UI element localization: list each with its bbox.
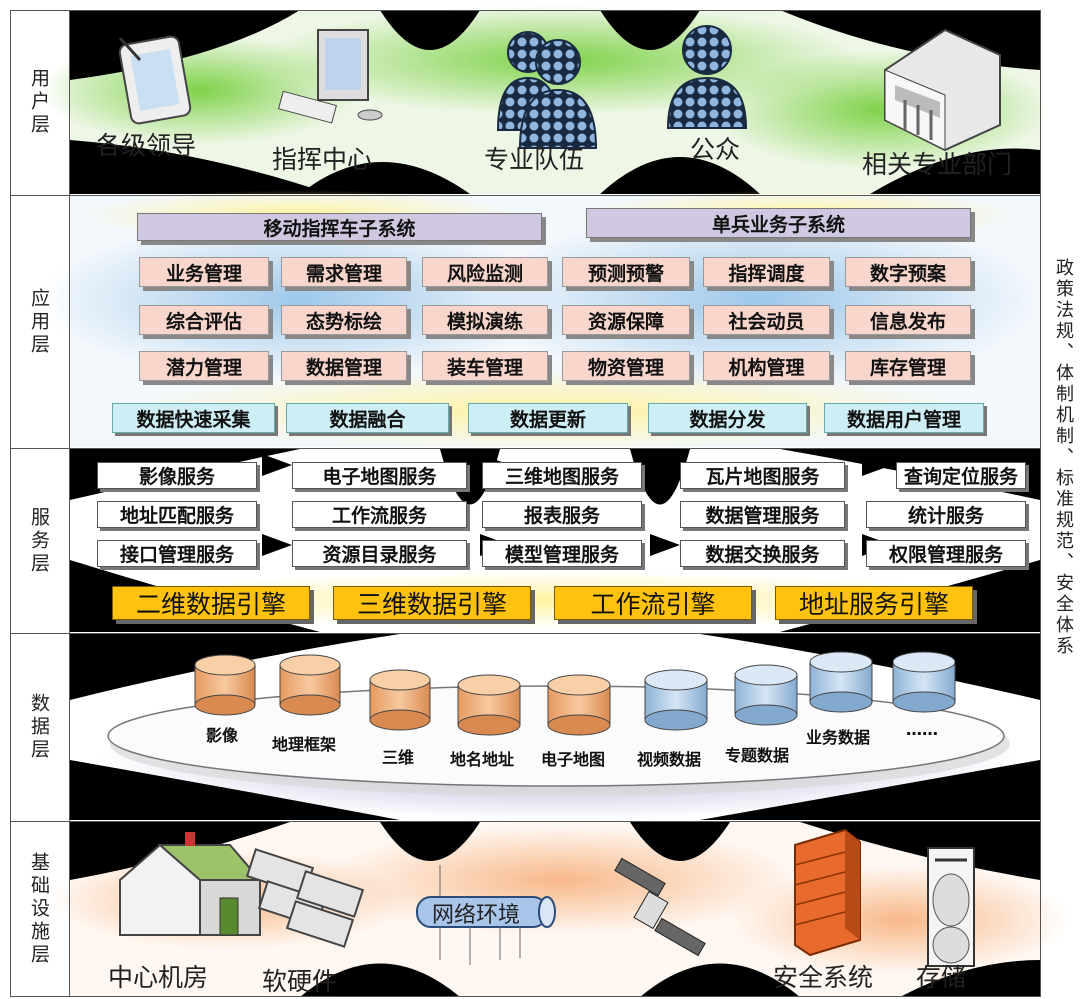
database-label: 影像 (206, 726, 239, 745)
data-tool-box: 数据用户管理 (824, 403, 984, 433)
group-icon (496, 31, 598, 149)
app-module: 资源保障 (562, 305, 690, 335)
database-label: 视频数据 (637, 750, 702, 769)
service-box: 报表服务 (482, 501, 642, 528)
user-caption: 相关专业部门 (862, 150, 1013, 179)
engine-box: 二维数据引擎 (112, 586, 310, 620)
db-cylinders (194, 651, 956, 736)
data-tool-box: 数据融合 (286, 403, 449, 433)
service-box: 三维地图服务 (482, 462, 642, 489)
app-module: 业务管理 (139, 257, 269, 287)
side-policy-label: 政策法规、体制机制、标准规范、安全体系 (1050, 258, 1080, 661)
firewall-icon (794, 828, 861, 957)
database-label: 电子地图 (541, 750, 606, 769)
service-box: 查询定位服务 (896, 462, 1026, 489)
label-column-divider (69, 10, 70, 997)
database-label: 地名地址 (450, 750, 515, 769)
subsystem-box: 移动指挥车子系统 (137, 213, 542, 241)
layer-label-text: 服务层 (28, 506, 50, 576)
layer-label-app: 应用层 (10, 196, 69, 448)
app-module: 态势标绘 (281, 305, 407, 335)
satellite-icon (614, 857, 706, 957)
service-box: 电子地图服务 (292, 462, 467, 489)
data-tool-box: 数据快速采集 (112, 403, 275, 433)
app-module: 库存管理 (845, 351, 971, 381)
layer-divider (10, 448, 1041, 449)
database-label: 业务数据 (806, 728, 871, 747)
network-pipe-icon (416, 865, 556, 965)
infra-caption: 软硬件 (262, 967, 338, 996)
app-module: 装车管理 (422, 351, 548, 381)
service-box: 数据管理服务 (680, 501, 845, 528)
diagram-frame (10, 10, 1041, 997)
service-box: 资源目录服务 (292, 540, 467, 567)
layer-divider (10, 633, 1041, 634)
user-caption: 各级领导 (96, 131, 197, 160)
database-label: 三维 (382, 748, 415, 767)
infra-caption: 中心机房 (108, 963, 209, 992)
infra-caption: 网络环境 (432, 903, 521, 928)
layer-label-user: 用户层 (10, 10, 69, 195)
infra-caption: 安全系统 (773, 963, 874, 992)
layer-label-service: 服务层 (10, 449, 69, 633)
data-tool-box: 数据更新 (468, 403, 628, 433)
storage-icon (927, 847, 975, 967)
app-module: 物资管理 (562, 351, 690, 381)
data-tool-box: 数据分发 (648, 403, 807, 433)
engine-box: 地址服务引擎 (775, 586, 973, 620)
user-caption: 公众 (690, 135, 741, 164)
layer-label-text: 基础设施层 (28, 852, 50, 967)
app-module: 机构管理 (703, 351, 830, 381)
app-module: 需求管理 (281, 257, 407, 287)
app-module: 潜力管理 (139, 351, 269, 381)
app-module: 指挥调度 (703, 257, 830, 287)
engine-box: 工作流引擎 (554, 586, 752, 620)
service-box: 瓦片地图服务 (680, 462, 845, 489)
layer-divider (10, 195, 1041, 196)
service-box: 工作流服务 (292, 501, 467, 528)
building-icon (884, 28, 1001, 152)
layer-label-data: 数据层 (10, 634, 69, 821)
server-icon (245, 848, 365, 948)
app-module: 数字预案 (845, 257, 971, 287)
app-module: 风险监测 (422, 257, 548, 287)
layer-divider (10, 821, 1041, 822)
database-label: 专题数据 (725, 746, 790, 765)
app-module: 模拟演练 (422, 305, 548, 335)
layer-label-infra: 基础设施层 (10, 822, 69, 997)
service-box: 模型管理服务 (482, 540, 642, 567)
user-caption: 指挥中心 (272, 145, 373, 174)
subsystem-box: 单兵业务子系统 (586, 208, 971, 238)
database-label: …… (906, 720, 938, 739)
service-box: 接口管理服务 (97, 540, 257, 567)
layer-label-text: 用户层 (28, 68, 50, 137)
computer-icon (277, 29, 383, 124)
app-module: 预测预警 (562, 257, 690, 287)
app-module: 信息发布 (845, 305, 971, 335)
service-box: 权限管理服务 (866, 540, 1026, 567)
infra-caption: 存储 (916, 963, 967, 992)
layer-label-text: 应用层 (28, 287, 50, 357)
service-box: 数据交换服务 (680, 540, 845, 567)
person-icon (666, 25, 748, 129)
app-module: 社会动员 (703, 305, 830, 335)
tablet-icon (118, 35, 192, 125)
layer-label-text: 数据层 (28, 693, 50, 762)
app-module: 综合评估 (139, 305, 269, 335)
app-module: 数据管理 (281, 351, 407, 381)
house-icon (119, 832, 263, 936)
database-label: 地理框架 (272, 735, 337, 754)
service-box: 影像服务 (97, 462, 257, 489)
engine-box: 三维数据引擎 (333, 586, 531, 620)
db-cylinder-orange (194, 654, 256, 716)
side-policy-text: 政策法规、体制机制、标准规范、安全体系 (1053, 258, 1074, 657)
user-caption: 专业队伍 (484, 145, 585, 174)
service-box: 地址匹配服务 (97, 501, 257, 528)
service-box: 统计服务 (866, 501, 1026, 528)
